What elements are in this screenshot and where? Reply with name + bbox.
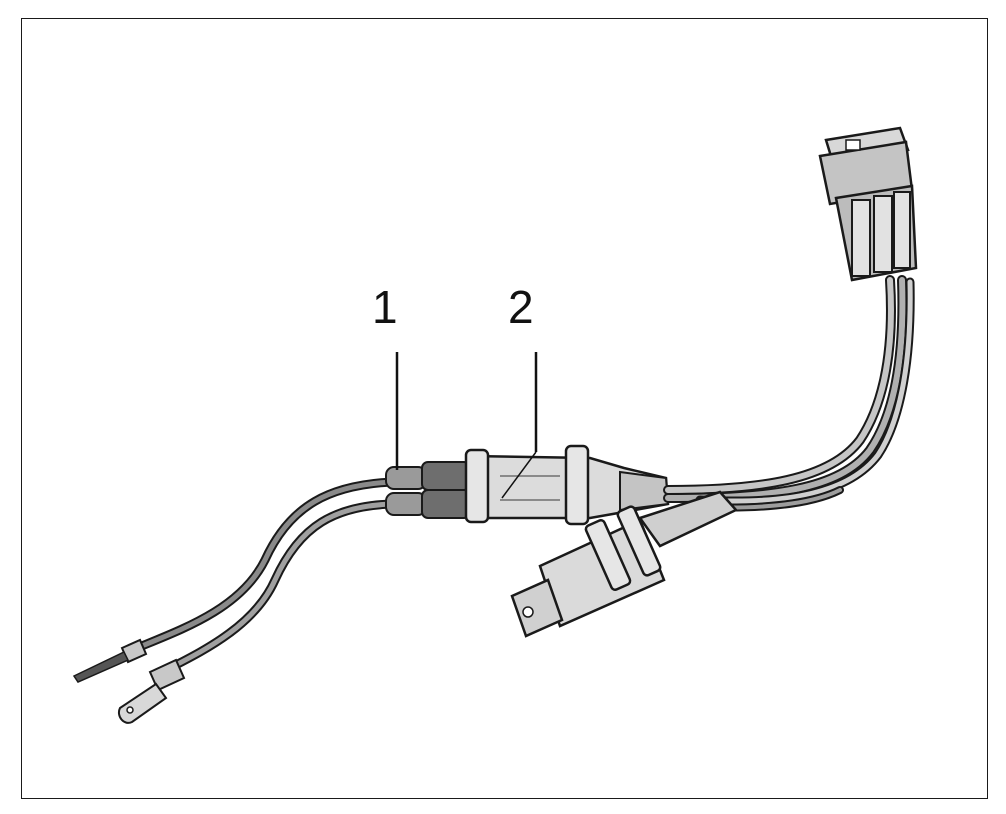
part-2-fuse-holder — [464, 444, 670, 526]
part-1-crimp-sleeves — [385, 461, 471, 519]
multipin-connector — [818, 126, 918, 282]
callout-number-1: 1 — [372, 281, 398, 333]
left-wire-pair — [127, 477, 397, 673]
blade-connector — [510, 490, 739, 638]
callout-leaders — [395, 352, 538, 499]
main-wire-bundle — [663, 275, 915, 512]
crimp-terminal-upper — [72, 638, 148, 683]
callout-number-2: 2 — [508, 281, 534, 333]
figure-frame — [21, 18, 988, 799]
ring-terminal-lower — [118, 658, 186, 724]
